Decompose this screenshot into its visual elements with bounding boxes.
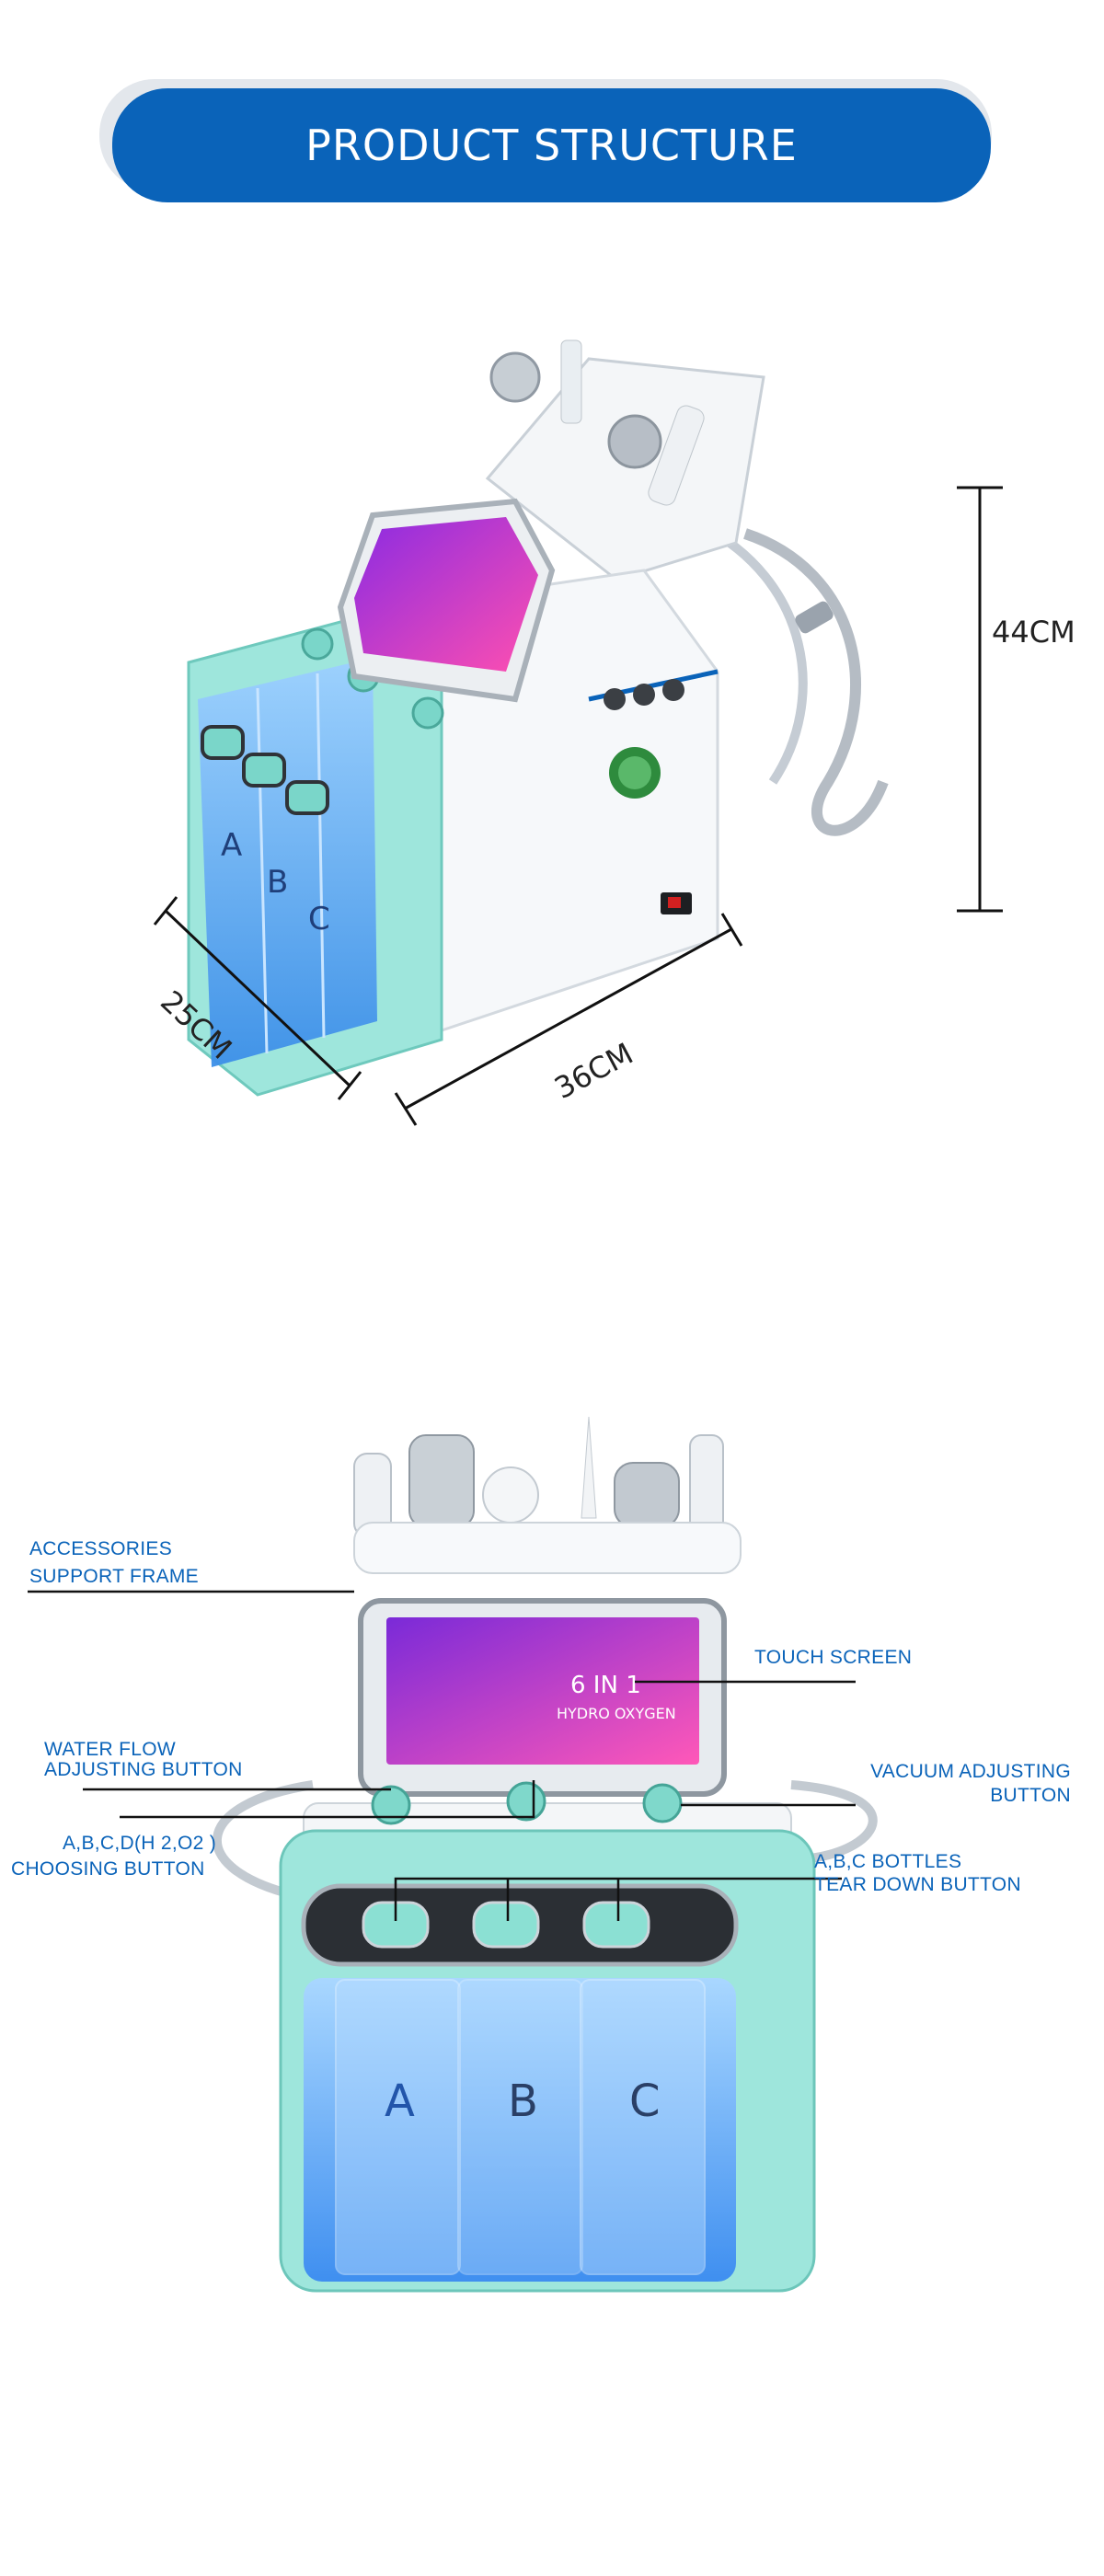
handpiece	[560, 339, 582, 424]
handpiece	[689, 1434, 724, 1537]
page-title: PRODUCT STRUCTURE	[305, 121, 798, 170]
bottle-button	[285, 780, 329, 815]
bottle-a	[335, 1979, 461, 2275]
power-switch-light	[668, 897, 681, 908]
bottle-b-release-button	[472, 1901, 540, 1949]
accessories-support-frame	[353, 1522, 742, 1574]
header-banner: PRODUCT STRUCTURE	[112, 88, 991, 202]
bottle-divider	[256, 687, 269, 1054]
bottle-button	[201, 725, 245, 760]
bottle-letter-c: C	[629, 2076, 661, 2127]
hose	[743, 528, 889, 836]
hose	[790, 1780, 878, 1863]
structure-section: 6 IN 1 HYDRO OXYGEN A B C ACCESSORIES SU…	[0, 1417, 1104, 2300]
device-front-illustration: 6 IN 1 HYDRO OXYGEN A B C	[28, 1417, 878, 2293]
choosing-knob	[506, 1781, 546, 1822]
brand-logo-inner	[618, 756, 651, 789]
bottle-letter-b: B	[508, 2076, 538, 2127]
bottle-b	[457, 1979, 583, 2275]
height-label: 44CM	[992, 615, 1075, 650]
width-dimension-cap	[720, 913, 743, 947]
hose	[696, 520, 808, 785]
screen-subtitle: HYDRO OXYGEN	[557, 1705, 676, 1722]
hose-connector	[795, 601, 834, 634]
body-knob	[662, 679, 684, 701]
depth-dimension-cap	[337, 1071, 362, 1100]
handpiece	[408, 1434, 475, 1528]
dimensions-section: A B C 44CM 25CM 36CM	[0, 304, 1104, 1132]
choosing-label-line1: A,B,C,D(H 2,O2 )	[63, 1833, 216, 1854]
water-flow-label-line1: WATER FLOW	[44, 1739, 176, 1760]
bottles-label-line1: A,B,C BOTTLES	[814, 1851, 962, 1872]
top-knob	[301, 627, 334, 661]
vacuum-label-line2: BUTTON	[990, 1785, 1071, 1806]
accessories-label-line1: ACCESSORIES	[29, 1538, 173, 1559]
handpiece	[648, 405, 705, 506]
top-knob	[411, 696, 444, 730]
depth-dimension-cap	[153, 896, 178, 926]
bottle-letter-a: A	[385, 2076, 415, 2127]
bottles-callout-line	[394, 1877, 842, 1921]
body-knob	[604, 688, 626, 710]
screen-title: 6 IN 1	[570, 1672, 641, 1699]
body-knob	[633, 684, 655, 706]
handpiece	[482, 1466, 539, 1524]
touch-screen-label: TOUCH SCREEN	[754, 1647, 913, 1668]
handpiece-needle	[581, 1417, 597, 1519]
hose	[212, 1780, 314, 1900]
water-flow-knob	[371, 1785, 411, 1825]
vacuum-knob	[642, 1783, 683, 1823]
choosing-callout-line	[120, 1780, 535, 1819]
bottle-window	[304, 1978, 736, 2282]
bottle-button	[242, 753, 286, 788]
bottle-divider	[316, 673, 326, 1039]
touch-screen	[386, 1617, 699, 1765]
bottle-c	[580, 1979, 706, 2275]
bottle-letter-a: A	[221, 827, 242, 864]
handpiece-head	[489, 351, 541, 403]
touch-screen	[354, 517, 538, 672]
depth-dimension-line	[164, 909, 351, 1087]
bottle-letter-b: B	[267, 864, 288, 901]
handpiece-head	[607, 414, 662, 469]
width-dimension-cap	[394, 1092, 418, 1126]
bottle-c-release-button	[582, 1901, 650, 1949]
choosing-label-line2: CHOOSING BUTTON	[11, 1858, 205, 1880]
width-dimension-line	[404, 927, 732, 1110]
device-perspective-illustration: A B C	[153, 339, 1003, 1126]
bottle-letter-c: C	[308, 901, 330, 937]
bottles-label-line2: TEAR DOWN BUTTON	[814, 1874, 1021, 1895]
vacuum-label-line1: VACUUM ADJUSTING	[870, 1761, 1071, 1782]
accessories-label-line2: SUPPORT FRAME	[29, 1566, 199, 1587]
water-flow-label-line2: ADJUSTING BUTTON	[44, 1759, 243, 1780]
handpiece	[614, 1462, 680, 1528]
